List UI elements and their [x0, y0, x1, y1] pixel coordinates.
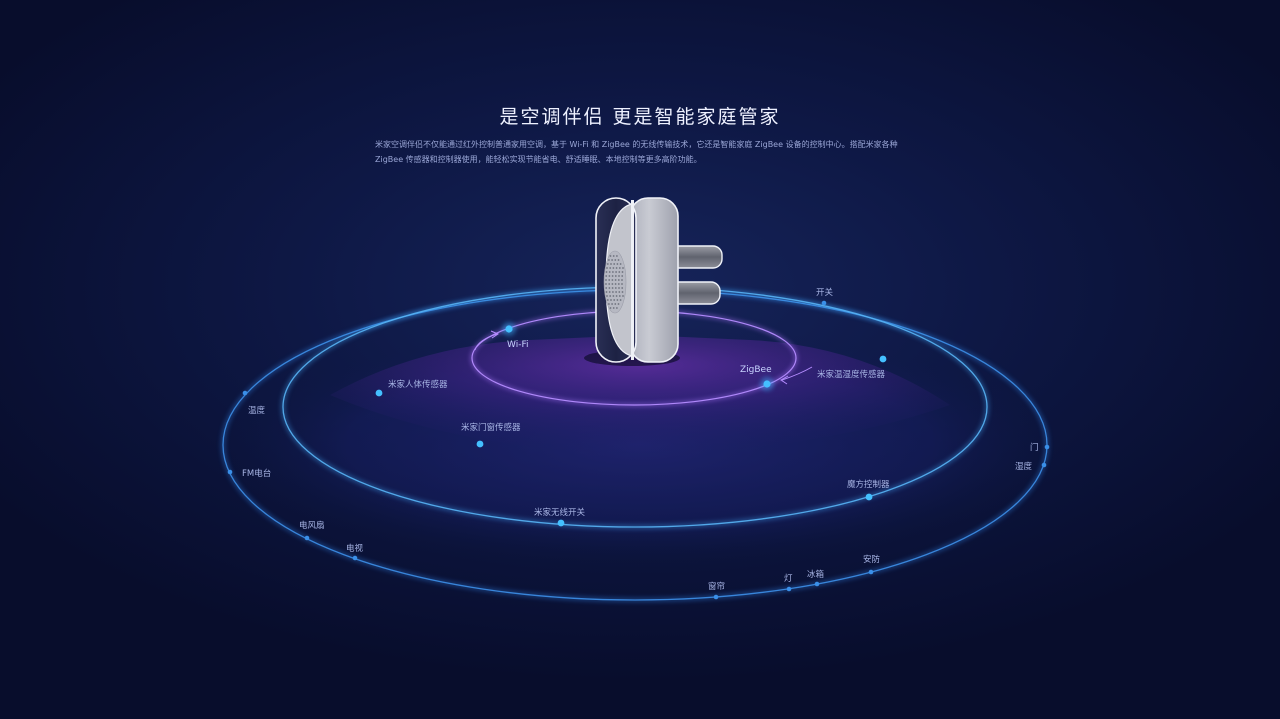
node-wireless-switch[interactable]: 米家无线开关 — [534, 507, 586, 527]
label-door-window-sensor: 米家门窗传感器 — [461, 422, 521, 433]
node-fridge[interactable]: 冰箱 — [807, 569, 825, 587]
wifi-signal-arrow — [474, 333, 498, 351]
node-temperature[interactable]: 温度 — [242, 390, 266, 416]
node-security[interactable]: 安防 — [863, 554, 881, 575]
node-curtain[interactable]: 窗帘 — [708, 581, 725, 600]
zigbee-signal-arrow — [781, 366, 813, 381]
node-wifi[interactable]: Wi-Fi — [502, 322, 528, 350]
node-fm-radio[interactable]: FM电台 — [227, 468, 272, 479]
label-wifi: Wi-Fi — [507, 340, 528, 350]
label-door: 门 — [1030, 442, 1039, 453]
label-temp-humidity-sensor: 米家温湿度传感器 — [817, 369, 886, 380]
node-switch[interactable]: 开关 — [816, 287, 834, 306]
label-tv: 电视 — [346, 543, 364, 554]
device-rear-body — [629, 197, 679, 363]
node-door[interactable]: 门 — [1030, 442, 1050, 453]
label-light: 灯 — [784, 573, 793, 584]
label-switch: 开关 — [816, 287, 834, 298]
label-human-sensor: 米家人体传感器 — [388, 379, 448, 390]
label-fan: 电风扇 — [299, 520, 325, 531]
label-humidity: 湿度 — [1015, 461, 1033, 472]
node-human-sensor[interactable]: 米家人体传感器 — [375, 379, 448, 397]
node-humidity[interactable]: 湿度 — [1015, 461, 1047, 472]
node-cube-controller[interactable]: 魔方控制器 — [847, 479, 890, 501]
label-security: 安防 — [863, 554, 881, 565]
page-description: 米家空调伴侣不仅能通过红外控制普通家用空调，基于 Wi-Fi 和 ZigBee … — [375, 140, 898, 164]
speaker-grille-icon — [603, 250, 627, 314]
node-fan[interactable]: 电风扇 — [299, 520, 325, 541]
node-tv[interactable]: 电视 — [346, 543, 364, 561]
label-zigbee: ZigBee — [740, 365, 772, 375]
label-cube-controller: 魔方控制器 — [847, 479, 890, 490]
label-fridge: 冰箱 — [807, 569, 825, 580]
node-temp-humidity-sensor[interactable]: 米家温湿度传感器 — [817, 355, 887, 380]
label-wireless-switch: 米家无线开关 — [534, 507, 586, 518]
node-door-window-sensor[interactable]: 米家门窗传感器 — [461, 422, 521, 448]
zigbee-arrow-head — [780, 375, 789, 385]
wifi-arrow-head — [490, 330, 500, 339]
node-zigbee[interactable]: ZigBee — [740, 365, 774, 391]
label-temperature: 温度 — [248, 405, 266, 416]
page-title: 是空调伴侣 更是智能家庭管家 — [499, 106, 781, 128]
device-edge-line — [631, 200, 634, 360]
node-light[interactable]: 灯 — [784, 573, 793, 592]
label-fm-radio: FM电台 — [242, 468, 271, 479]
label-curtain: 窗帘 — [708, 581, 725, 592]
ac-companion-plug-device — [584, 197, 723, 366]
